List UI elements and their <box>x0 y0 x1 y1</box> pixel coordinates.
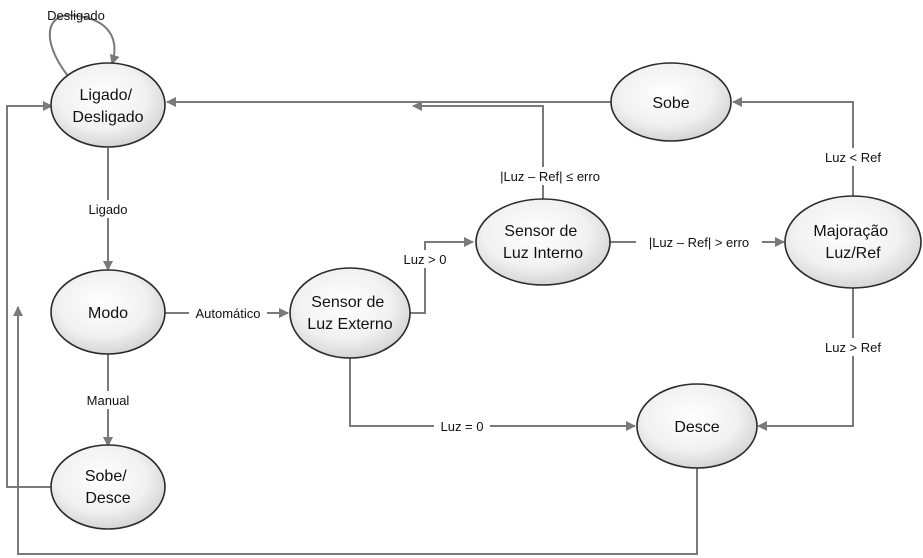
label-luz-maior-ref: Luz > Ref <box>825 340 881 355</box>
label-luz-menor-ref: Luz < Ref <box>825 150 881 165</box>
svg-text:Ligado/ Desligado: Ligado/ Desligado <box>72 87 143 126</box>
nodes: Ligado/ Desligado Modo Sobe/ Desce Senso… <box>50 62 922 530</box>
label-fora-erro: |Luz – Ref| > erro <box>649 235 749 250</box>
node-sobe-label: Sobe <box>652 95 689 112</box>
label-desligado: Desligado <box>47 8 105 23</box>
node-sobe-desce-line-2: Desce <box>85 490 130 507</box>
node-desce-label: Desce <box>674 419 719 436</box>
node-modo: Modo <box>50 269 166 355</box>
node-ligado-desligado: Ligado/ Desligado <box>50 62 166 148</box>
svg-text:Sobe/ Desce: Sobe/ Desce <box>85 468 131 507</box>
node-sensor-interno: Sensor de Luz Interno <box>475 198 611 286</box>
edge-externo-to-desce <box>349 358 636 431</box>
node-majoracao-line-1: Majoração <box>813 223 888 240</box>
node-modo-label: Modo <box>88 305 128 322</box>
edge-interno-to-ligado <box>430 105 544 200</box>
node-sobe-desce: Sobe/ Desce <box>50 444 166 530</box>
edge-sobe-desce-to-ligado <box>6 101 53 488</box>
edge-desce-to-modo <box>13 306 698 555</box>
svg-text:Majoração Luz/Ref: Majoração Luz/Ref <box>813 223 892 262</box>
node-sensor-interno-line-1: Sensor de <box>504 223 577 240</box>
svg-text:Sensor de Luz Interno: Sensor de Luz Interno <box>503 223 583 262</box>
node-majoracao-line-2: Luz/Ref <box>825 245 881 262</box>
label-manual: Manual <box>87 393 130 408</box>
node-sensor-externo: Sensor de Luz Externo <box>289 267 411 359</box>
edge-majoracao-to-desce <box>757 288 854 431</box>
svg-text:Sensor de Luz Externo: Sensor de Luz Externo <box>307 294 392 333</box>
node-desce: Desce <box>636 383 758 469</box>
node-sensor-interno-line-2: Luz Interno <box>503 245 583 262</box>
edge-externo-to-interno <box>408 237 474 314</box>
label-dentro-erro: |Luz – Ref| ≤ erro <box>500 169 600 184</box>
node-sobe-desce-line-1: Sobe/ <box>85 468 127 485</box>
label-luz-igual-zero: Luz = 0 <box>440 419 483 434</box>
node-ligado-line-2: Desligado <box>72 109 143 126</box>
node-sobe: Sobe <box>610 62 732 142</box>
label-ligado: Ligado <box>88 202 127 217</box>
node-sensor-externo-line-2: Luz Externo <box>307 316 392 333</box>
node-sensor-externo-line-1: Sensor de <box>311 294 384 311</box>
edge-labels: Desligado Ligado Manual Automático Luz >… <box>47 8 888 435</box>
node-ligado-line-1: Ligado/ <box>80 87 133 104</box>
label-automatico: Automático <box>195 306 260 321</box>
edge-desligado-loop <box>48 14 120 77</box>
node-majoracao: Majoração Luz/Ref <box>784 195 922 289</box>
label-luz-maior-zero: Luz > 0 <box>403 252 446 267</box>
